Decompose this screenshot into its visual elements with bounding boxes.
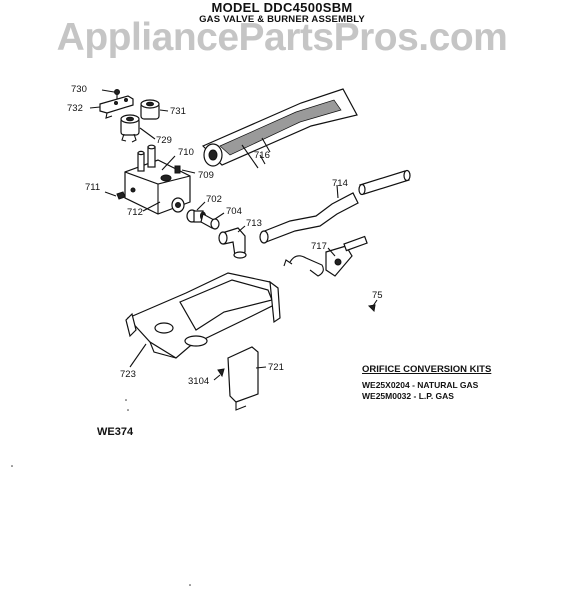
- part-711-screw: [104, 191, 126, 200]
- model-title: MODEL DDC4500SBM: [211, 0, 353, 15]
- callout-710: 710: [178, 147, 194, 158]
- part-704-orifice: [200, 212, 225, 230]
- part-3104-screw: [213, 368, 225, 381]
- callout-713: 713: [246, 218, 262, 229]
- callout-75: 75: [372, 290, 383, 301]
- callout-730: 730: [71, 84, 87, 95]
- callout-721: 721: [268, 362, 284, 373]
- part-717-igniter: [283, 235, 368, 277]
- part-731-coil: [140, 99, 169, 120]
- orifice-kits-heading: ORIFICE CONVERSION KITS: [362, 364, 492, 375]
- part-716-burner: [201, 88, 358, 169]
- callout-704: 704: [226, 206, 242, 217]
- callout-702: 702: [206, 194, 222, 205]
- callout-732: 732: [67, 103, 83, 114]
- orifice-kit-natural-gas: WE25X0204 - NATURAL GAS: [362, 380, 479, 390]
- scan-speckles: [11, 399, 191, 586]
- leader-712: [142, 201, 161, 212]
- callout-717: 717: [311, 241, 327, 252]
- orifice-kit-lp-gas: WE25M0032 - L.P. GAS: [362, 391, 454, 401]
- callout-714: 714: [332, 178, 348, 189]
- part-732-bracket: [89, 95, 134, 119]
- part-713-elbow: [218, 225, 247, 259]
- part-75-screw: [367, 299, 378, 313]
- callout-711: 711: [85, 182, 100, 193]
- part-723-mounting-plate: [125, 272, 281, 368]
- callout-723: 723: [120, 369, 136, 380]
- callout-3104: 3104: [188, 376, 209, 387]
- part-714-gas-tube: [259, 184, 359, 244]
- part-729-coil: [120, 114, 156, 143]
- diagram-id: WE374: [97, 426, 134, 438]
- part-712-valve-body: [124, 144, 191, 215]
- callout-729: 729: [156, 135, 172, 146]
- part-714-tube-section: [358, 169, 411, 196]
- part-721-shield: [227, 346, 267, 411]
- watermark: AppliancePartsPros.com: [56, 16, 508, 59]
- part-730-screw: [101, 89, 120, 99]
- callout-712: 712: [127, 207, 143, 218]
- assembly-subtitle: GAS VALVE & BURNER ASSEMBLY: [199, 14, 365, 25]
- callout-731: 731: [170, 106, 186, 117]
- callout-709: 709: [198, 170, 214, 181]
- callout-716: 716: [254, 150, 270, 161]
- part-709-fitting: [174, 165, 196, 174]
